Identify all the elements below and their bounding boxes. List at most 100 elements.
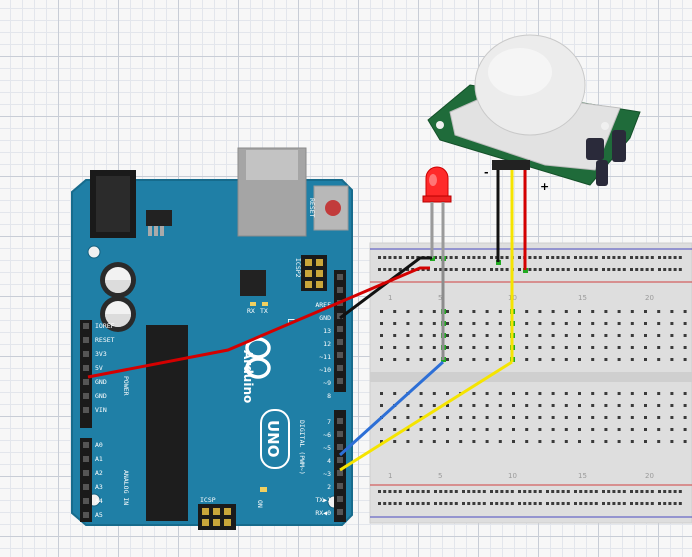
bb-rail-hole xyxy=(472,256,476,259)
bb-col-label: 10 xyxy=(508,472,517,480)
bb-rail-hole xyxy=(378,490,381,493)
bb-hole xyxy=(380,404,383,407)
bb-hole xyxy=(578,416,581,419)
digital-label: DIGITAL (PWM~) xyxy=(298,420,306,475)
bb-hole xyxy=(393,428,397,431)
bb-hole xyxy=(604,310,608,313)
bb-hole xyxy=(446,334,449,337)
bb-hole xyxy=(591,428,595,431)
bb-rail-hole xyxy=(490,502,493,505)
bb-rail-hole xyxy=(523,490,527,493)
digital-pin-label: AREF xyxy=(315,301,331,309)
bb-hole xyxy=(406,416,410,419)
bb-hole xyxy=(525,334,529,337)
bb-hole xyxy=(525,428,529,431)
bb-hole xyxy=(485,322,489,325)
bb-rail-hole xyxy=(551,502,555,505)
reset-button[interactable] xyxy=(313,185,349,231)
bb-rail-hole xyxy=(579,268,583,271)
bb-rail-hole xyxy=(467,256,471,259)
bb-hole xyxy=(538,428,542,431)
header-pin xyxy=(337,313,343,319)
bb-rail-hole xyxy=(505,502,509,505)
bb-rail-hole xyxy=(462,490,465,493)
bb-hole xyxy=(446,346,449,349)
bb-rail-hole xyxy=(630,490,633,493)
bb-rail-hole xyxy=(477,490,481,493)
bb-rail-hole xyxy=(640,256,644,259)
bb-hole xyxy=(512,428,515,431)
bb-hole xyxy=(538,392,542,395)
uno-badge xyxy=(260,409,290,469)
bb-hole xyxy=(578,334,581,337)
bb-rail-hole xyxy=(640,268,644,271)
bb-hole xyxy=(591,310,595,313)
bb-hole xyxy=(512,416,515,419)
bb-rail-hole xyxy=(561,502,565,505)
bb-hole xyxy=(578,404,581,407)
bb-hole xyxy=(525,416,529,419)
bb-hole xyxy=(617,334,621,337)
bb-hole xyxy=(498,322,502,325)
arduino-uno-board: RESET ICSP2 TX RX L xyxy=(71,147,353,530)
bb-hole xyxy=(683,334,687,337)
bb-rail-hole xyxy=(462,256,465,259)
bb-hole xyxy=(657,416,661,419)
bb-hole xyxy=(644,416,647,419)
bb-rail-hole xyxy=(449,490,453,493)
digital-pin-label: RX◀0 xyxy=(315,509,331,517)
bb-hole xyxy=(617,428,621,431)
bb-connected-hole xyxy=(430,256,435,261)
bb-rail-hole xyxy=(607,490,611,493)
bb-hole xyxy=(393,310,397,313)
header-pin xyxy=(337,287,343,293)
bb-rail-hole xyxy=(658,490,661,493)
bb-rail-hole xyxy=(658,502,661,505)
bb-rail-hole xyxy=(528,256,532,259)
bb-hole xyxy=(617,392,621,395)
bb-hole xyxy=(670,310,674,313)
bb-hole xyxy=(432,416,436,419)
analog-header xyxy=(80,438,92,522)
bb-rail-hole xyxy=(622,256,626,259)
bb-hole xyxy=(630,358,634,361)
bb-hole xyxy=(538,404,542,407)
bb-rail-hole xyxy=(454,268,458,271)
bb-hole xyxy=(657,346,661,349)
bb-rail-hole xyxy=(528,268,532,271)
header-pin xyxy=(337,444,343,450)
bb-hole xyxy=(512,440,515,443)
bb-hole xyxy=(525,440,529,443)
bb-rail-hole xyxy=(434,490,437,493)
bb-rail-hole xyxy=(533,490,537,493)
bb-rail-hole xyxy=(612,256,616,259)
bb-hole xyxy=(683,416,687,419)
bb-hole xyxy=(591,322,595,325)
bb-rail-hole xyxy=(411,256,415,259)
bb-rail-hole xyxy=(622,490,626,493)
bb-hole xyxy=(644,358,647,361)
bb-rail-hole xyxy=(650,268,654,271)
bb-rail-hole xyxy=(561,268,565,271)
bb-rail-hole xyxy=(482,502,486,505)
bb-rail-hole xyxy=(663,256,667,259)
bb-rail-hole xyxy=(398,502,402,505)
bb-hole xyxy=(591,358,595,361)
bb-rail-hole xyxy=(538,490,542,493)
bb-rail-hole xyxy=(434,268,437,271)
bb-hole xyxy=(419,310,423,313)
bb-hole xyxy=(657,440,661,443)
bb-rail-hole xyxy=(602,256,605,259)
bb-rail-hole xyxy=(645,490,649,493)
bb-hole xyxy=(657,334,661,337)
digital-pin-label: ~6 xyxy=(323,431,331,439)
bb-rail-hole xyxy=(607,256,611,259)
tx-label: TX xyxy=(260,307,268,315)
bb-hole xyxy=(564,440,568,443)
bb-rail-hole xyxy=(393,256,397,259)
bb-hole xyxy=(591,334,595,337)
bb-rail-hole xyxy=(612,502,616,505)
bb-hole xyxy=(564,346,568,349)
bb-rail-hole xyxy=(518,256,521,259)
bb-rail-hole xyxy=(668,268,672,271)
